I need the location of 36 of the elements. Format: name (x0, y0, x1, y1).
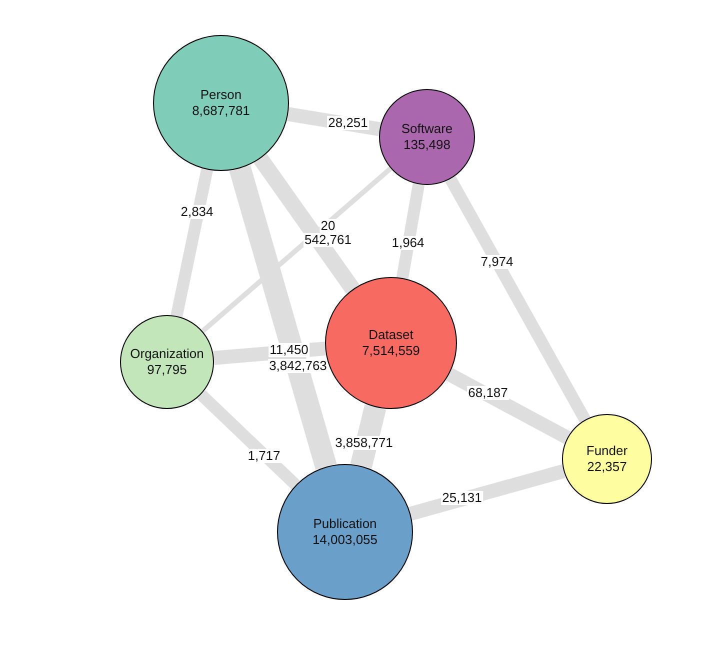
entity-name: Person (200, 87, 242, 103)
entity-name: Software (401, 121, 453, 137)
entity-count: 8,687,781 (192, 103, 250, 119)
connector-line (445, 176, 590, 423)
entity-count: 7,514,559 (362, 343, 420, 359)
edge-label: 3,858,771 (334, 436, 394, 450)
entity-count: 14,003,055 (312, 532, 378, 548)
entity-name: Organization (130, 346, 204, 362)
edge-label: 2,834 (180, 205, 214, 219)
edge-label: 25,131 (441, 491, 483, 505)
entity-name: Funder (586, 443, 628, 459)
entity-name: Publication (313, 516, 377, 532)
connector-line (229, 165, 337, 470)
entity-name: Dataset (368, 327, 414, 343)
edge-label: 11,450 (268, 343, 310, 357)
edge-label: 3,842,763 (268, 359, 328, 373)
connector-line (396, 183, 425, 280)
connector-line (446, 368, 571, 444)
connector-line (170, 168, 213, 318)
entity-count: 135,498 (404, 137, 450, 153)
edge-label: 1,717 (246, 449, 282, 463)
entity-count: 22,357 (587, 459, 627, 475)
edge-label: 7,974 (480, 255, 514, 269)
connector-line (200, 166, 392, 334)
entity-count: 97,795 (147, 362, 187, 378)
connector-line (350, 404, 386, 469)
edge-label: 1,964 (390, 236, 426, 250)
edge-label: 68,187 (467, 386, 509, 400)
connector-line (196, 390, 300, 490)
edge-label: 28,251 (327, 116, 369, 130)
edge-label: 542,761 (304, 233, 352, 247)
connector-line (286, 107, 381, 136)
connector-line (213, 342, 326, 365)
connector-line (408, 464, 566, 520)
connector-line (254, 154, 360, 294)
edge-label: 20 (320, 219, 336, 233)
